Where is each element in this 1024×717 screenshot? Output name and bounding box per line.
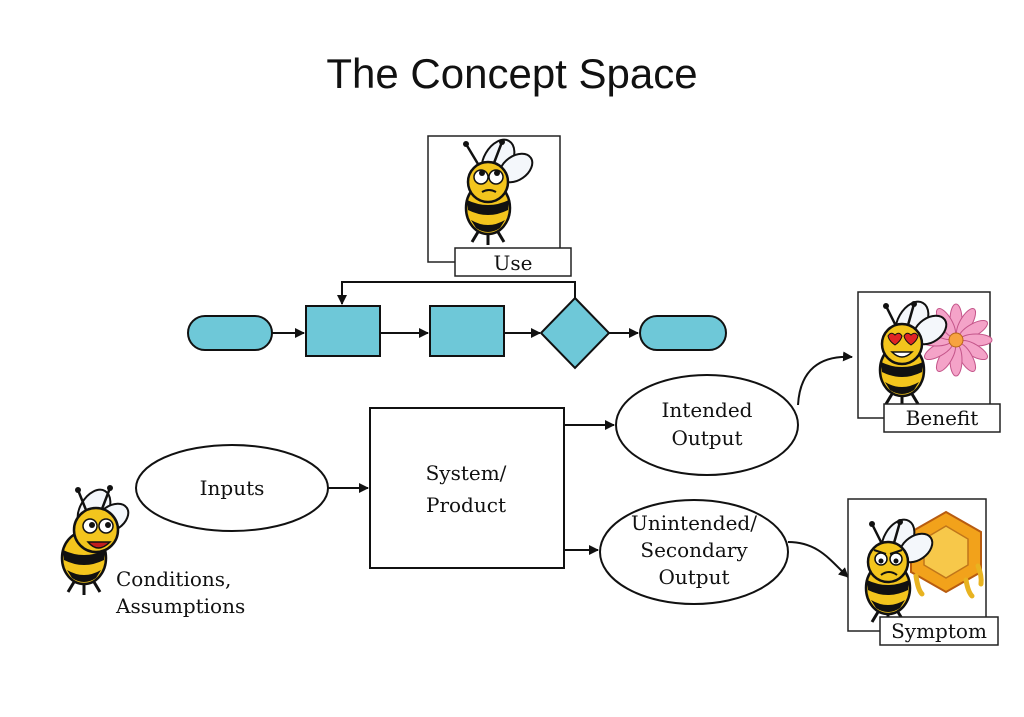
flow-end-terminal — [639, 315, 727, 351]
flow-process-1 — [305, 305, 381, 357]
use-card: Use — [427, 132, 572, 277]
sad-bee-icon — [864, 512, 940, 627]
intended-to-benefit-arrow — [797, 351, 853, 406]
use-label: Use — [494, 251, 533, 275]
honeycomb-icon — [910, 510, 984, 599]
unintended-label-line2: Secondary — [640, 538, 748, 562]
love-bee-icon — [878, 294, 954, 409]
unintended-output-ellipse — [599, 499, 789, 605]
page-title: The Concept Space — [326, 50, 697, 97]
flow-process-2 — [429, 305, 505, 357]
system-product-box — [369, 407, 565, 569]
system-label-line1: System/ — [426, 461, 507, 485]
intended-label-line2: Output — [671, 426, 742, 450]
process-flow — [187, 281, 727, 370]
flow-feedback-loop — [337, 281, 576, 305]
symptom-card: Symptom — [847, 498, 999, 646]
benefit-label: Benefit — [906, 406, 979, 430]
conditions-label-line1: Conditions, — [116, 567, 231, 591]
worried-bee-icon — [463, 132, 540, 247]
intended-label-line1: Intended — [662, 398, 753, 422]
flow-start-terminal — [187, 315, 273, 351]
use-label-box — [454, 247, 572, 277]
system-label-line2: Product — [426, 493, 506, 517]
symptom-label: Symptom — [891, 619, 987, 643]
flow-decision — [539, 296, 611, 370]
unintended-label-line1: Unintended/ — [631, 511, 757, 535]
conditions-label-line2: Assumptions — [115, 594, 245, 618]
inputs-label: Inputs — [200, 476, 265, 500]
symptom-label-box — [879, 616, 999, 646]
intended-output-ellipse — [615, 374, 799, 476]
benefit-card: Benefit — [857, 291, 1001, 433]
unintended-to-symptom-arrow — [787, 541, 849, 578]
happy-bee-icon — [60, 482, 136, 597]
benefit-label-box — [883, 403, 1001, 433]
unintended-label-line3: Output — [658, 565, 729, 589]
